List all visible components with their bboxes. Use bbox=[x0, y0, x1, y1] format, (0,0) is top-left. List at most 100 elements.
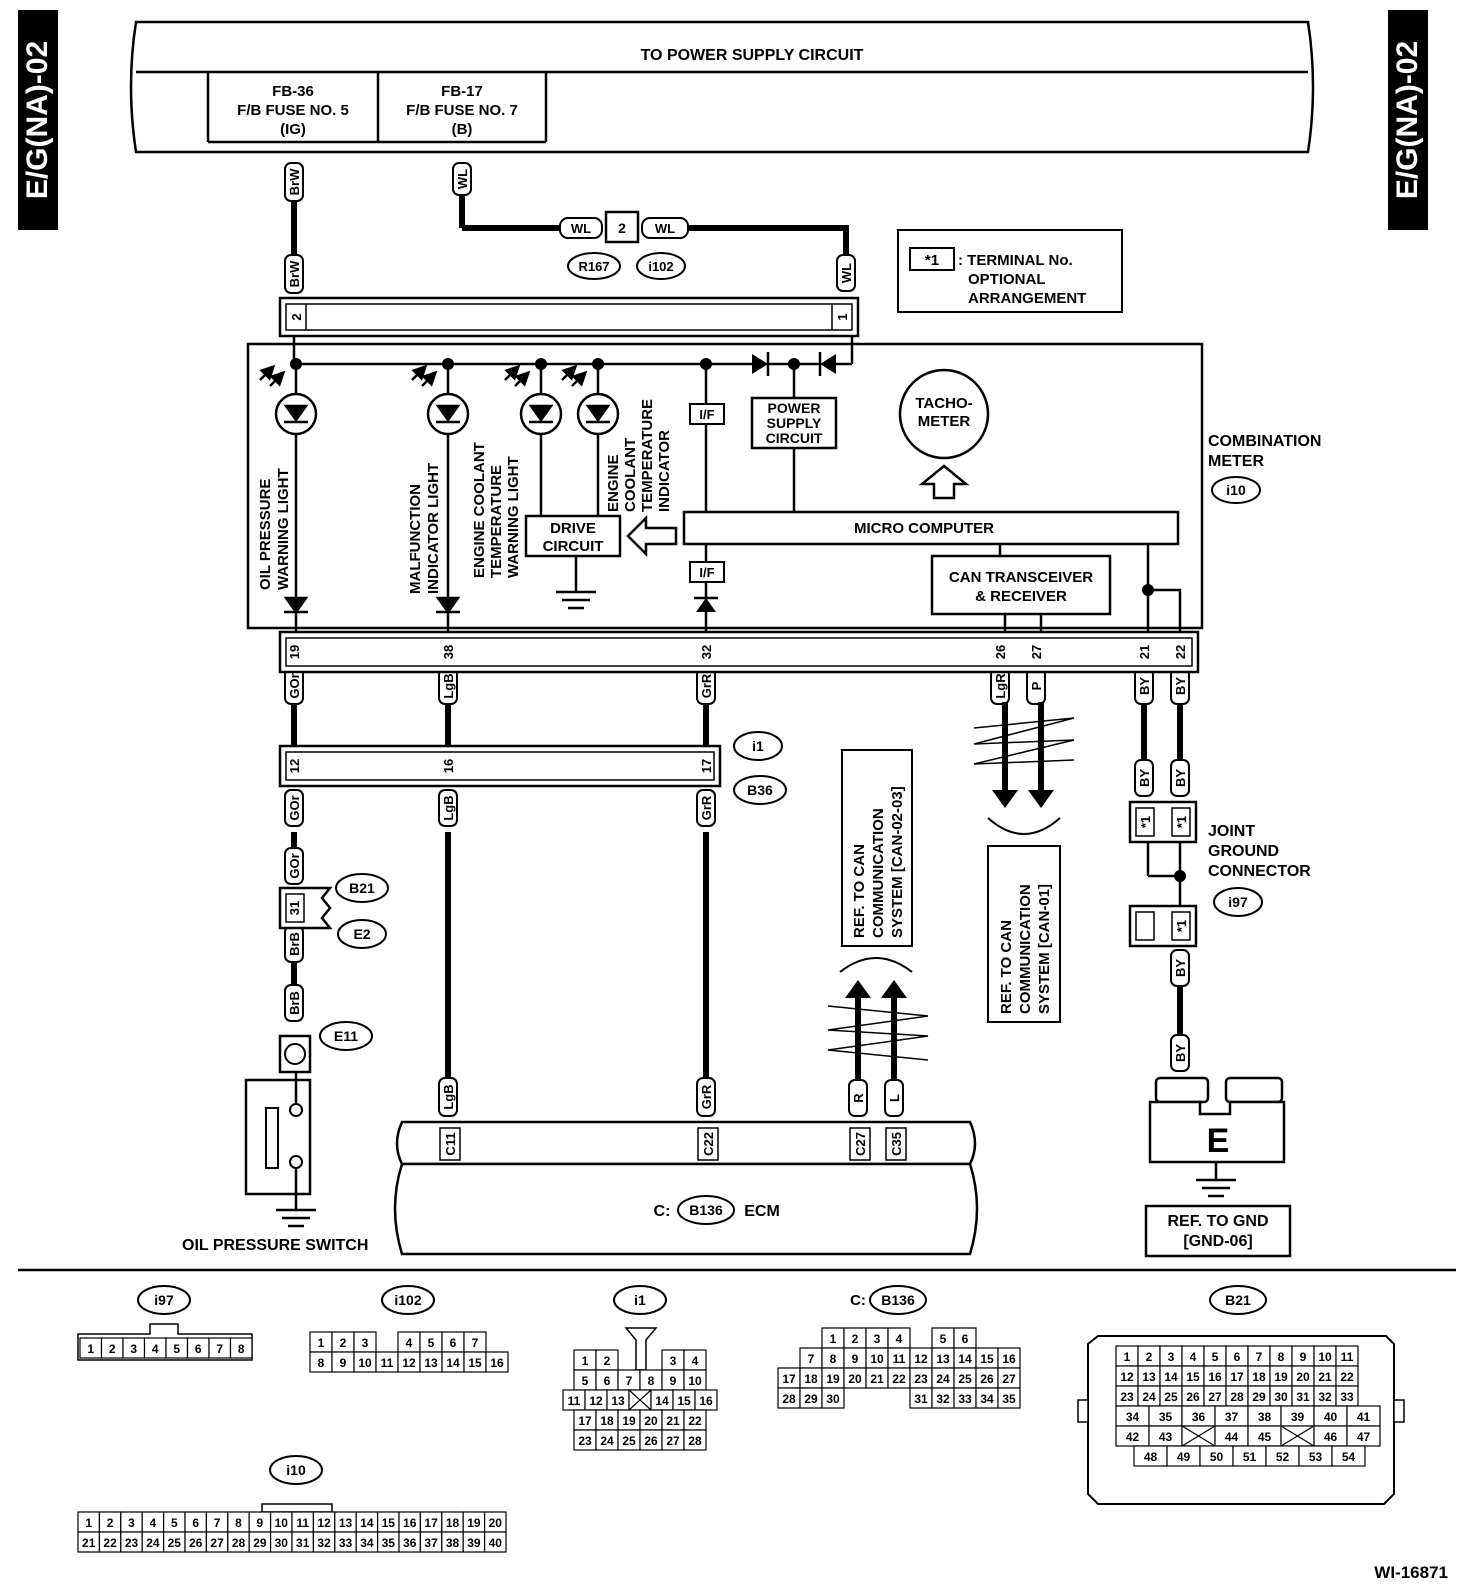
svg-text:12: 12 bbox=[287, 759, 302, 773]
pin-label: 10 bbox=[275, 1516, 289, 1530]
pin-label: 22 bbox=[103, 1536, 117, 1550]
wire-label-brb-1: BrB bbox=[284, 925, 304, 963]
pin-cell bbox=[997, 1387, 1021, 1409]
pin-label: 8 bbox=[1278, 1350, 1285, 1364]
pin-label: 14 bbox=[446, 1356, 460, 1370]
pin-label: 31 bbox=[296, 1536, 310, 1550]
pin-label: 3 bbox=[362, 1336, 369, 1350]
pin-label: 5 bbox=[171, 1516, 178, 1530]
pin-label: 10 bbox=[870, 1352, 884, 1366]
meter-ground-branch bbox=[1142, 544, 1182, 636]
svg-text:REF. TO CAN: REF. TO CAN bbox=[998, 920, 1015, 1014]
wire-label-by-upper-22: BY bbox=[1170, 759, 1190, 797]
oil-pressure-led bbox=[259, 364, 318, 636]
blank-pin-mark bbox=[1280, 1425, 1315, 1447]
pin-label: 14 bbox=[655, 1394, 669, 1408]
pin-label: 21 bbox=[82, 1536, 96, 1550]
pin-label: 40 bbox=[489, 1536, 503, 1550]
pin-label: 38 bbox=[1258, 1410, 1272, 1424]
svg-text:INDICATOR LIGHT: INDICATOR LIGHT bbox=[425, 463, 442, 594]
meter-bottom-connector: 19 38 32 26 27 21 22 bbox=[278, 630, 1200, 674]
svg-text:GOr: GOr bbox=[287, 795, 302, 820]
svg-text:SYSTEM [CAN-02-03]: SYSTEM [CAN-02-03] bbox=[889, 786, 906, 938]
tachometer: TACHO- METER bbox=[898, 368, 990, 500]
svg-text:& RECEIVER: & RECEIVER bbox=[975, 588, 1067, 605]
svg-text:i1: i1 bbox=[634, 1292, 646, 1308]
svg-text:ENGINE COOLANT: ENGINE COOLANT bbox=[471, 442, 488, 578]
pin-label: 8 bbox=[238, 1342, 245, 1356]
svg-text:R: R bbox=[851, 1093, 866, 1103]
pin-label: 20 bbox=[848, 1372, 862, 1386]
pin-label: 32 bbox=[317, 1536, 331, 1550]
svg-text:16: 16 bbox=[441, 759, 456, 773]
pin-label: 26 bbox=[1186, 1390, 1200, 1404]
pin-label: 19 bbox=[1274, 1370, 1288, 1384]
svg-text:i97: i97 bbox=[1228, 894, 1248, 910]
svg-text:17: 17 bbox=[699, 759, 714, 773]
pin-label: 7 bbox=[808, 1352, 815, 1366]
svg-text:BY: BY bbox=[1173, 677, 1188, 695]
pin-label: 20 bbox=[1296, 1370, 1310, 1384]
svg-text:METER: METER bbox=[918, 413, 971, 430]
pin-label: 1 bbox=[87, 1342, 94, 1356]
pin-label: 30 bbox=[826, 1392, 840, 1406]
pin-label: 27 bbox=[666, 1434, 680, 1448]
svg-text:BY: BY bbox=[1137, 677, 1152, 695]
svg-text:[GND-06]: [GND-06] bbox=[1183, 1233, 1252, 1250]
pin-label: 32 bbox=[1318, 1390, 1332, 1404]
pin-label: 46 bbox=[1324, 1430, 1338, 1444]
svg-text:WARNING LIGHT: WARNING LIGHT bbox=[275, 468, 292, 590]
pin-label: 15 bbox=[468, 1356, 482, 1370]
svg-text:LgB: LgB bbox=[441, 795, 456, 820]
pin-label: 8 bbox=[648, 1374, 655, 1388]
svg-text:MICRO COMPUTER: MICRO COMPUTER bbox=[854, 520, 994, 537]
pin-label: 27 bbox=[1002, 1372, 1016, 1386]
mil-led bbox=[411, 364, 470, 636]
svg-text:C27: C27 bbox=[853, 1132, 868, 1156]
pin-label: 32 bbox=[936, 1392, 950, 1406]
pin-label: 15 bbox=[1186, 1370, 1200, 1384]
pin-label: 9 bbox=[257, 1516, 264, 1530]
pin-label: 11 bbox=[893, 1352, 906, 1366]
connector-b21-e2: 31 B21 E2 bbox=[278, 873, 389, 949]
svg-text:ECM: ECM bbox=[744, 1203, 780, 1220]
joint-ground-connector: *1 *1 *1 JOINT GROUND CONNECTOR i97 bbox=[1128, 800, 1311, 948]
ect-warning-led bbox=[504, 364, 563, 520]
wire-label-l: L bbox=[884, 1079, 904, 1117]
pin-label: 4 bbox=[896, 1332, 903, 1346]
legend-line-3: ARRANGEMENT bbox=[968, 290, 1086, 307]
pin-label: 6 bbox=[962, 1332, 969, 1346]
pin-label: 28 bbox=[782, 1392, 796, 1406]
pin-label: 45 bbox=[1258, 1430, 1272, 1444]
pin-label: 37 bbox=[1225, 1410, 1239, 1424]
section-tab-left: E/G(NA)-02 bbox=[18, 10, 58, 230]
pin-label: 14 bbox=[958, 1352, 972, 1366]
pin-cell bbox=[484, 1531, 507, 1553]
can-ecm-arrows bbox=[827, 957, 929, 1080]
pin-label: 34 bbox=[1126, 1410, 1140, 1424]
pin-label: 28 bbox=[1230, 1390, 1244, 1404]
svg-text:BrB: BrB bbox=[287, 991, 302, 1015]
pin-label: 37 bbox=[424, 1536, 438, 1550]
svg-text:38: 38 bbox=[441, 645, 456, 659]
pin-label: 7 bbox=[216, 1342, 223, 1356]
pin-label: 26 bbox=[644, 1434, 658, 1448]
pin-label: 4 bbox=[1190, 1350, 1197, 1364]
svg-text:*1: *1 bbox=[1138, 816, 1153, 828]
svg-text:TEMPERATURE: TEMPERATURE bbox=[488, 465, 505, 578]
pin-label: 48 bbox=[1144, 1450, 1158, 1464]
pin-cell bbox=[485, 1351, 509, 1373]
pin-label: 27 bbox=[210, 1536, 224, 1550]
legend-key: *1 bbox=[925, 252, 939, 269]
svg-text:1: 1 bbox=[835, 313, 850, 320]
svg-text:JOINT: JOINT bbox=[1208, 823, 1255, 840]
ecm: C11 C22 C27 C35 C: B136 ECM bbox=[393, 1120, 979, 1256]
pin-label: 30 bbox=[275, 1536, 289, 1550]
pin-label: 6 bbox=[450, 1336, 457, 1350]
svg-text:27: 27 bbox=[1029, 645, 1044, 659]
ect-indicator-label: ENGINE COOLANT TEMPERATURE INDICATOR bbox=[605, 399, 673, 512]
